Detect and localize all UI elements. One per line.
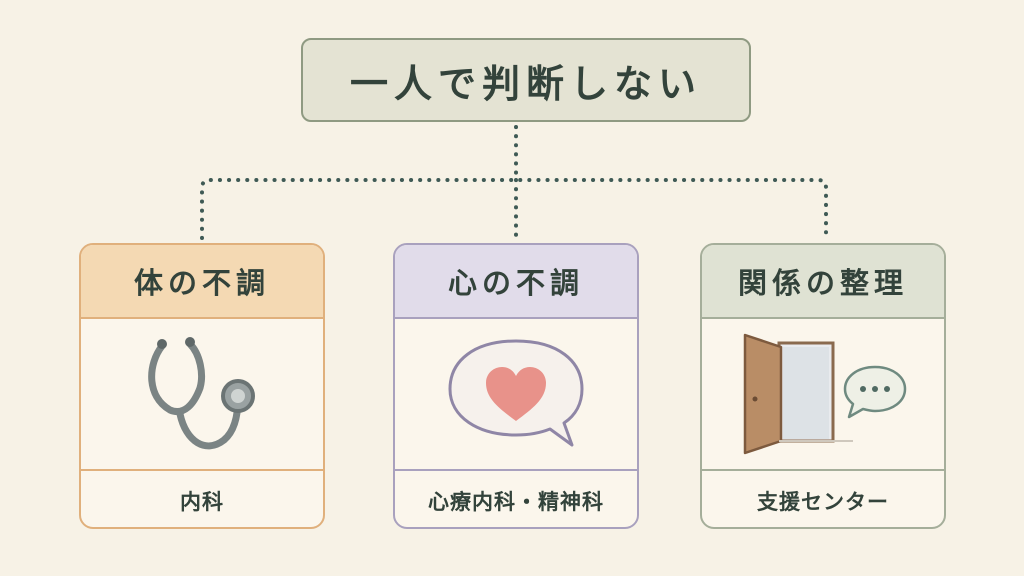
root-node: 一人で判断しない bbox=[301, 38, 751, 122]
heart-speech-bubble-icon bbox=[448, 339, 584, 447]
category-card-mind: 心の不調 心療内科・精神科 bbox=[393, 243, 639, 529]
card-title: 心の不調 bbox=[395, 245, 637, 319]
card-label: 心療内科・精神科 bbox=[428, 490, 604, 514]
category-card-relationship: 関係の整理 支援センター bbox=[700, 243, 946, 529]
open-door-chat-icon bbox=[743, 333, 907, 455]
card-label: 支援センター bbox=[757, 490, 889, 514]
stethoscope-icon bbox=[148, 337, 255, 450]
card-title: 関係の整理 bbox=[702, 245, 944, 319]
category-card-body: 体の不調 内科 bbox=[79, 243, 325, 529]
root-title: 一人で判断しない bbox=[349, 61, 702, 106]
card-title: 体の不調 bbox=[81, 245, 323, 319]
card-label: 内科 bbox=[180, 490, 224, 514]
